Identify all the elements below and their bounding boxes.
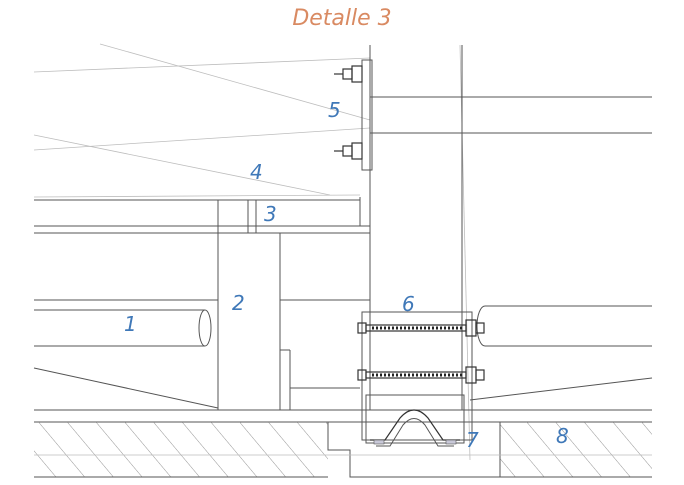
left-tube (33, 299, 370, 409)
callout-6: 6 (402, 292, 415, 316)
callout-7: 7 (466, 428, 479, 452)
callout-8: 8 (556, 424, 569, 448)
right-tube (469, 305, 653, 401)
callout-3: 3 (264, 202, 277, 226)
callout-4: 4 (250, 160, 263, 184)
top-beam (361, 59, 652, 171)
drawing-title: Detalle 3 (292, 6, 392, 31)
callout-2: 2 (232, 291, 245, 315)
callout-1: 1 (124, 312, 137, 336)
top-bolts (334, 65, 363, 160)
callout-5: 5 (328, 98, 341, 122)
block-2 (217, 232, 360, 411)
ground-slab (34, 409, 652, 478)
background-lines (33, 43, 471, 461)
base-shoe (365, 394, 465, 447)
clamp-bolts (357, 311, 485, 441)
vertical-post (369, 45, 463, 410)
left-beams (34, 197, 370, 234)
